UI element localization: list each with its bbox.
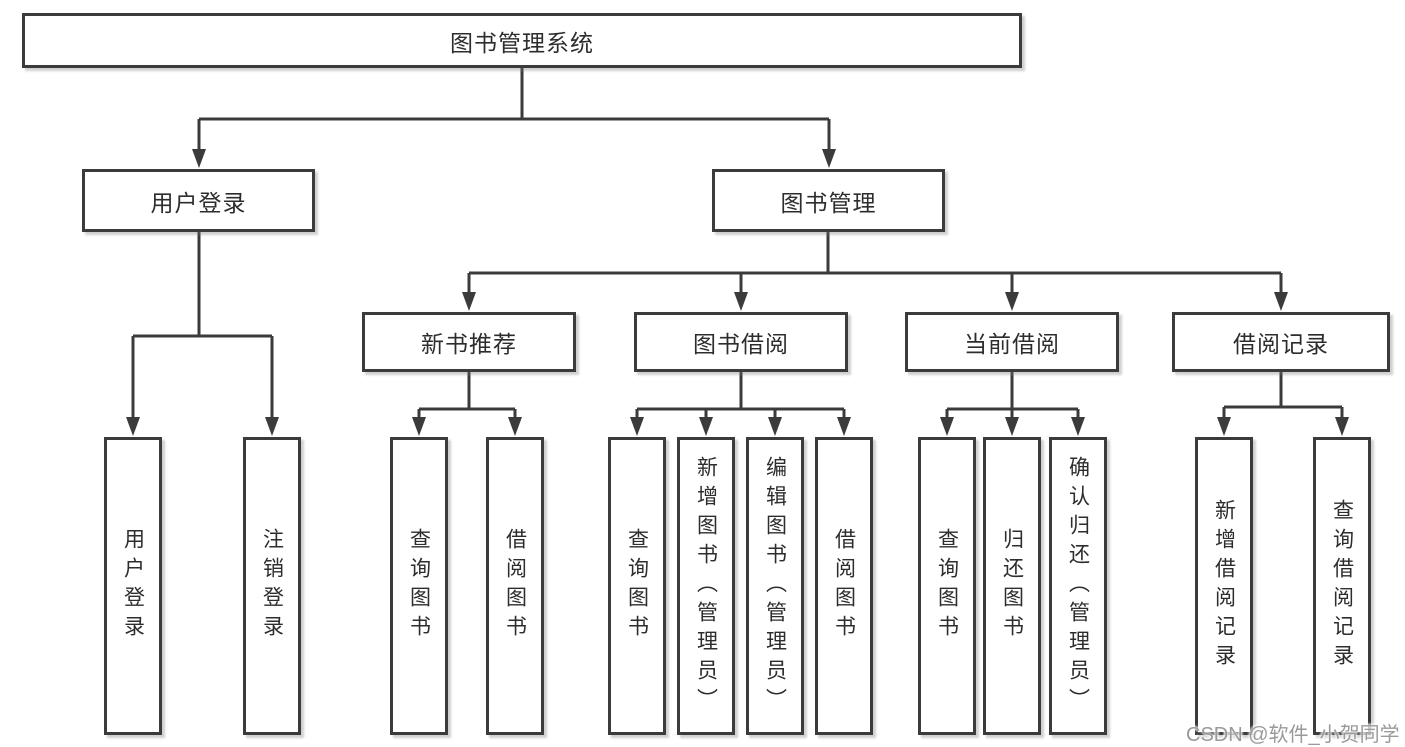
arrowhead-leaf-cb-query [940,417,954,436]
arrowhead-leaf-bb-edit [768,417,782,436]
node-borrow-records: 借阅记录 [1172,312,1390,372]
node-label: 查询图书 [407,528,431,644]
arrowhead-leaf-nb-query [412,417,426,436]
node-leaf-borrow-add-book-admin: 新增图书（管理员） [677,437,735,735]
node-leaf-borrow-query-book: 查询图书 [608,437,666,735]
arrowhead-user-login [192,149,206,168]
arrowhead-current-borrow [1005,292,1019,311]
node-label: 当前借阅 [964,331,1060,357]
connector-bookborrow-to-leaves [635,372,846,418]
node-library-management-system: 图书管理系统 [22,13,1022,68]
connector-bookmgmt-to-level3 [467,232,1283,294]
node-leaf-records-add-record: 新增借阅记录 [1195,437,1253,735]
node-label: 确认归还（管理员） [1066,455,1090,717]
node-leaf-logout: 注销登录 [243,437,301,735]
node-label: 注销登录 [260,528,284,644]
arrowhead-book-management [822,149,836,168]
node-leaf-current-return-book: 归还图书 [983,437,1041,735]
node-label: 图书管理系统 [450,29,594,56]
arrowhead-leaf-nb-borrow [508,417,522,436]
node-label: 图书管理 [780,189,877,216]
watermark: CSDN @软件_小贺同学 [1186,724,1400,746]
node-current-borrow: 当前借阅 [905,312,1119,372]
node-leaf-current-confirm-return-admin: 确认归还（管理员） [1049,437,1107,735]
node-leaf-user-login: 用户登录 [104,437,162,735]
node-book-borrow: 图书借阅 [634,312,848,372]
node-label: 用户登录 [121,528,145,644]
connector-userlogin-to-leaves [131,232,274,418]
connector-currentborrow-to-leaves [945,372,1080,418]
node-label: 图书借阅 [693,331,789,357]
node-label: 新增借阅记录 [1212,499,1236,673]
arrowhead-leaf-bb-query [630,417,644,436]
connector-newbook-to-leaves [417,372,517,418]
arrowhead-new-book-recommend [462,292,476,311]
node-label: 归还图书 [1000,528,1024,644]
connector-borrowrecords-to-leaves [1222,372,1344,418]
arrowhead-leaf-br-add [1217,417,1231,436]
node-label: 编辑图书（管理员） [763,455,787,717]
node-leaf-borrow-edit-book-admin: 编辑图书（管理员） [746,437,804,735]
node-label: 查询借阅记录 [1330,499,1354,673]
node-label: 查询图书 [935,528,959,644]
node-label: 借阅图书 [503,528,527,644]
arrowhead-leaf-cb-return [1005,417,1019,436]
node-label: 新书推荐 [421,331,517,357]
node-leaf-borrow-borrow-book: 借阅图书 [815,437,873,735]
node-label: 借阅记录 [1233,331,1329,357]
node-book-management: 图书管理 [712,169,945,232]
arrowhead-borrow-records [1274,292,1288,311]
node-label: 借阅图书 [832,528,856,644]
arrowhead-book-borrow [734,292,748,311]
arrowhead-leaf-bb-add [699,417,713,436]
arrowhead-leaf-br-query [1335,417,1349,436]
node-label: 用户登录 [150,189,247,216]
node-leaf-newbook-query-book: 查询图书 [390,437,448,735]
node-label: 查询图书 [625,528,649,644]
node-leaf-newbook-borrow-book: 借阅图书 [486,437,544,735]
node-label: 新增图书（管理员） [694,455,718,717]
node-user-login: 用户登录 [82,169,315,232]
arrowhead-leaf-user-login [126,417,140,436]
node-leaf-current-query-book: 查询图书 [918,437,976,735]
node-leaf-records-query-record: 查询借阅记录 [1313,437,1371,735]
arrowhead-leaf-bb-borrow [837,417,851,436]
arrowhead-leaf-cb-confirm [1071,417,1085,436]
node-new-book-recommend: 新书推荐 [362,312,576,372]
connector-root-to-level2 [197,68,831,151]
arrowhead-leaf-logout [265,417,279,436]
